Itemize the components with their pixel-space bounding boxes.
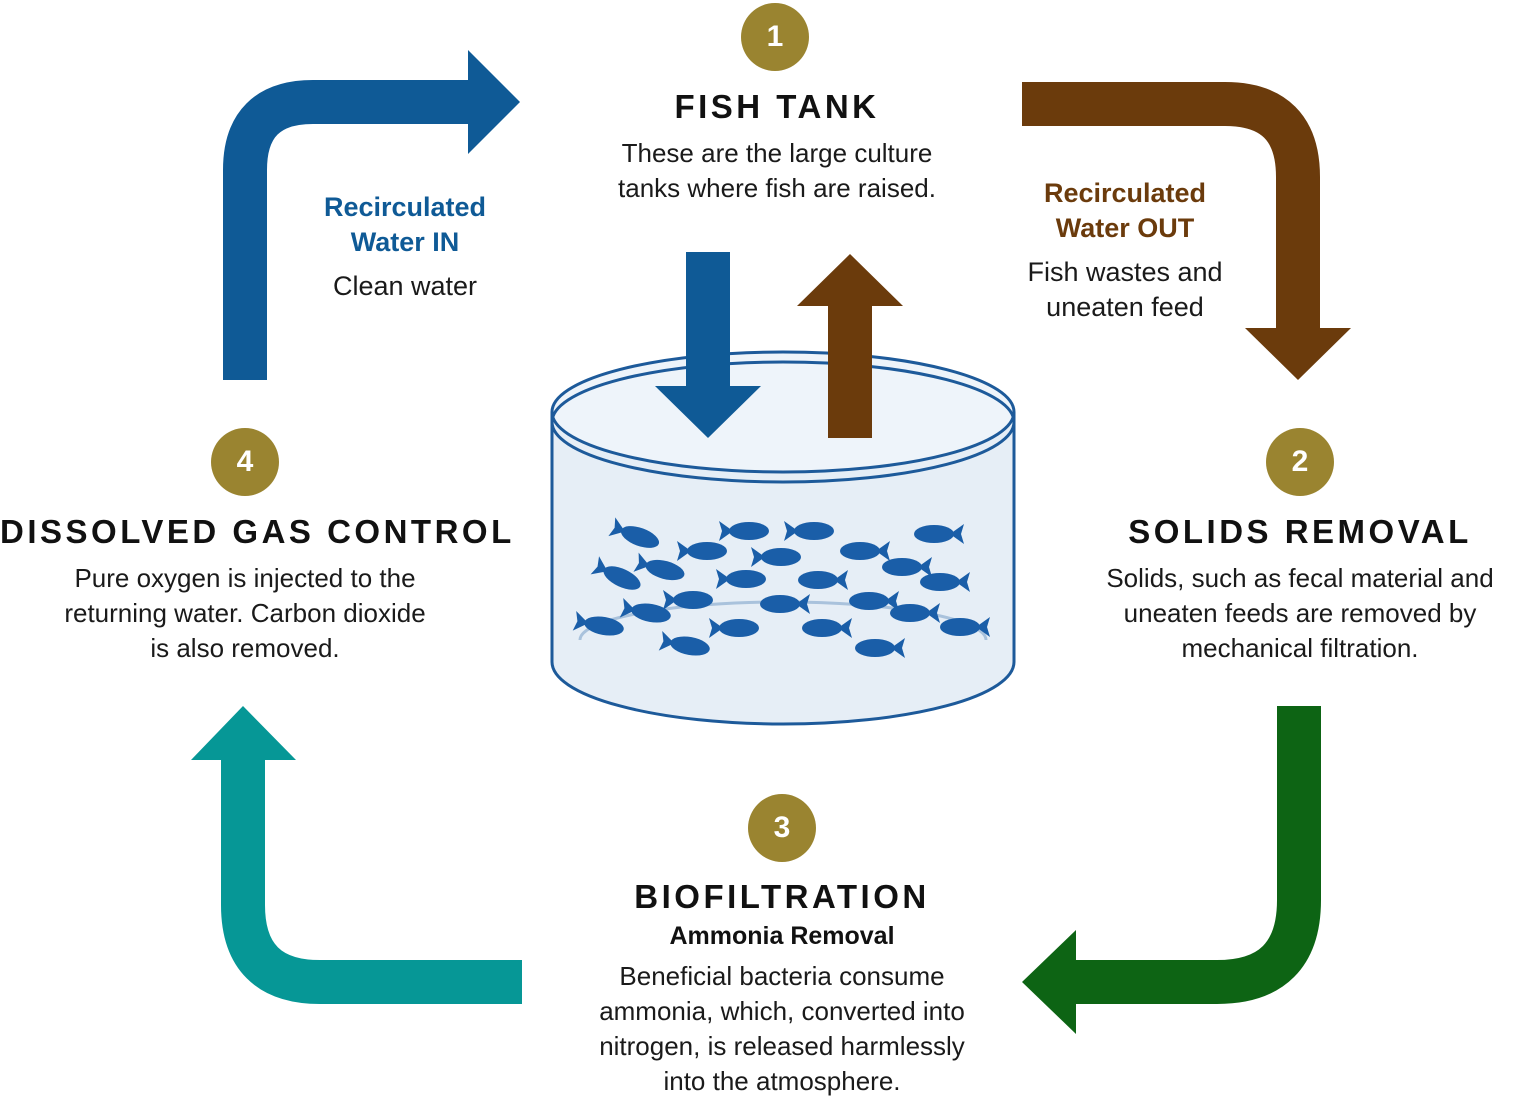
stage-fish-tank: FISH TANK These are the large culture ta… [577,88,977,206]
stage-subtitle: Ammonia Removal [669,922,895,950]
stage-1-badge: 1 [741,3,809,71]
water-out-title: Recirculated Water OUT [1043,178,1207,243]
stage-3-badge: 3 [748,794,816,862]
stage-4-badge: 4 [211,428,279,496]
stage-solids-removal: SOLIDS REMOVAL Solids, such as fecal mat… [1080,513,1514,666]
stage-biofiltration: BIOFILTRATION Ammonia Removal Beneficial… [572,878,992,1099]
stage-title: BIOFILTRATION [634,878,930,915]
water-in-label: Recirculated Water IN Clean water [280,190,530,304]
stage-title: FISH TANK [674,88,880,125]
down-arrow-icon [655,252,761,438]
water-in-title: Recirculated Water IN [323,192,487,257]
stage-dissolved-gas-control: DISSOLVED GAS CONTROL Pure oxygen is inj… [0,513,515,666]
stage-description: Pure oxygen is injected to the returning… [64,563,426,663]
bio-to-gas-arrow [191,706,522,1004]
water-out-note: Fish wastes and uneaten feed [1027,257,1223,322]
stage-description: Solids, such as fecal material and uneat… [1106,563,1494,663]
stage-description: These are the large culture tanks where … [618,138,936,203]
water-in-note: Clean water [332,271,478,301]
stage-description: Beneficial bacteria consume ammonia, whi… [599,961,965,1096]
solids-to-bio-arrow [1022,706,1321,1034]
stage-title: DISSOLVED GAS CONTROL [0,513,515,550]
water-out-arrow [1022,82,1351,380]
stage-title: SOLIDS REMOVAL [1128,513,1472,550]
water-in-arrow [223,50,520,380]
stage-2-badge: 2 [1266,428,1334,496]
up-arrow-icon [797,254,903,438]
water-out-label: Recirculated Water OUT Fish wastes and u… [1000,176,1250,325]
